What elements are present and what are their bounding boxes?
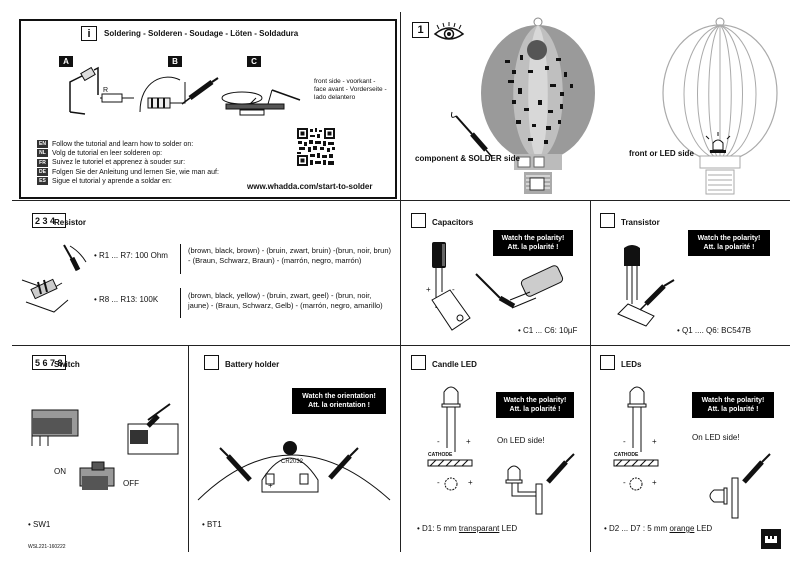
resistor-step-numbers: 2 3 4 (32, 213, 66, 228)
resistor-letter: R (103, 87, 109, 94)
info-title: Soldering - Solderen - Soudage - Löten -… (104, 29, 299, 38)
leds-bottom-minus: - (623, 478, 626, 487)
battery-holder-checkbox[interactable] (204, 355, 219, 370)
transistor-title: Transistor (621, 218, 660, 227)
leds-checkbox[interactable] (600, 355, 615, 370)
candle-led-plus: + (466, 437, 471, 446)
info-icon: i (81, 26, 97, 41)
capacitor-part-label: • C1 ... C6: 10µF (518, 326, 578, 335)
r8-divider (180, 288, 181, 318)
resistor-title: Resistor (54, 218, 87, 227)
candle-led-part-label: • D1: 5 mm transparant LED (417, 524, 518, 533)
leds-title: LEDs (621, 360, 642, 369)
front-side-text: front side - voorkant - face avant - Vor… (314, 78, 387, 101)
transistor-part-label: • Q1 .... Q6: BC547B (677, 326, 751, 335)
component-side-label: component & SOLDER side (415, 154, 520, 163)
document-code: WSL221-160222 (28, 544, 66, 550)
grid-divider-vertical (400, 12, 401, 552)
r1-color-bands: (brown, black, brown) - (bruin, zwart, b… (188, 246, 391, 265)
capacitor-plus-sign: + (426, 285, 431, 294)
eye-icon (433, 22, 465, 40)
flag-de-icon: DE (37, 167, 48, 176)
grid-divider-right (590, 200, 591, 552)
leds-cathode-label: CATHODE (614, 452, 639, 458)
leds-polarity-warning: Watch the polarity!Att. la polarité ! (692, 392, 774, 418)
flag-fr-icon: FR (37, 158, 48, 167)
leds-minus: - (623, 437, 626, 446)
battery-orientation-warning: Watch the orientation!Att. la orientatio… (292, 388, 386, 414)
r8-color-bands: (brown, black, yellow) - (bruin, zwart, … (188, 291, 383, 310)
leds-plus: + (652, 437, 657, 446)
whadda-logo-icon (761, 529, 781, 549)
transistor-checkbox[interactable] (600, 213, 615, 228)
candle-led-cathode-label: CATHODE (428, 452, 453, 458)
leds-bottom-plus: + (652, 478, 657, 487)
r1-divider (180, 244, 181, 274)
transistor-polarity-warning: Watch the polarity!Att. la polarité ! (688, 230, 770, 256)
candle-led-checkbox[interactable] (411, 355, 426, 370)
capacitors-title: Capacitors (432, 218, 474, 227)
front-side-label: front or LED side (629, 149, 694, 158)
battery-plus-sign: + (268, 481, 273, 490)
capacitor-minus-sign: - (452, 285, 455, 294)
grid-divider-horizontal-2 (12, 345, 790, 346)
capacitors-polarity-warning: Watch the polarity!Att. la polarité ! (493, 230, 573, 256)
r1-r7-label: • R1 ... R7: 100 Ohm (94, 251, 168, 260)
candle-led-title: Candle LED (432, 360, 477, 369)
leds-on-led-side: On LED side! (692, 433, 740, 442)
candle-led-on-led-side: On LED side! (497, 436, 545, 445)
switch-title: Switch (54, 360, 80, 369)
capacitors-checkbox[interactable] (411, 213, 426, 228)
candle-led-minus: - (437, 437, 440, 446)
candle-led-polarity-warning: Watch the polarity!Att. la polarité ! (496, 392, 574, 418)
candle-led-bottom-plus: + (468, 478, 473, 487)
step-1-number: 1 (412, 22, 429, 38)
switch-off-label: OFF (123, 479, 139, 488)
soldering-info-panel (19, 19, 397, 199)
step-c-label: C (247, 56, 261, 67)
candle-led-bottom-minus: - (437, 478, 440, 487)
step-a-label: A (59, 56, 73, 67)
battery-holder-text: CR2032 (281, 459, 304, 465)
switch-step-numbers: 5 6 7 8 (32, 355, 66, 370)
battery-part-label: • BT1 (202, 520, 222, 529)
grid-divider-horizontal-1 (12, 200, 790, 201)
r8-r13-label: • R8 ... R13: 100K (94, 295, 159, 304)
step-b-label: B (168, 56, 182, 67)
flag-nl-icon: NL (37, 149, 48, 158)
grid-divider-left (188, 345, 189, 552)
flag-en-icon: EN (37, 140, 48, 149)
switch-part-label: • SW1 (28, 520, 51, 529)
tutorial-url: www.whadda.com/start-to-solder (247, 182, 373, 191)
qr-code-icon (296, 127, 336, 167)
battery-holder-title: Battery holder (225, 360, 280, 369)
flag-es-icon: ES (37, 176, 48, 185)
leds-part-label: • D2 ... D7 : 5 mm orange LED (604, 524, 713, 533)
switch-on-label: ON (54, 467, 66, 476)
